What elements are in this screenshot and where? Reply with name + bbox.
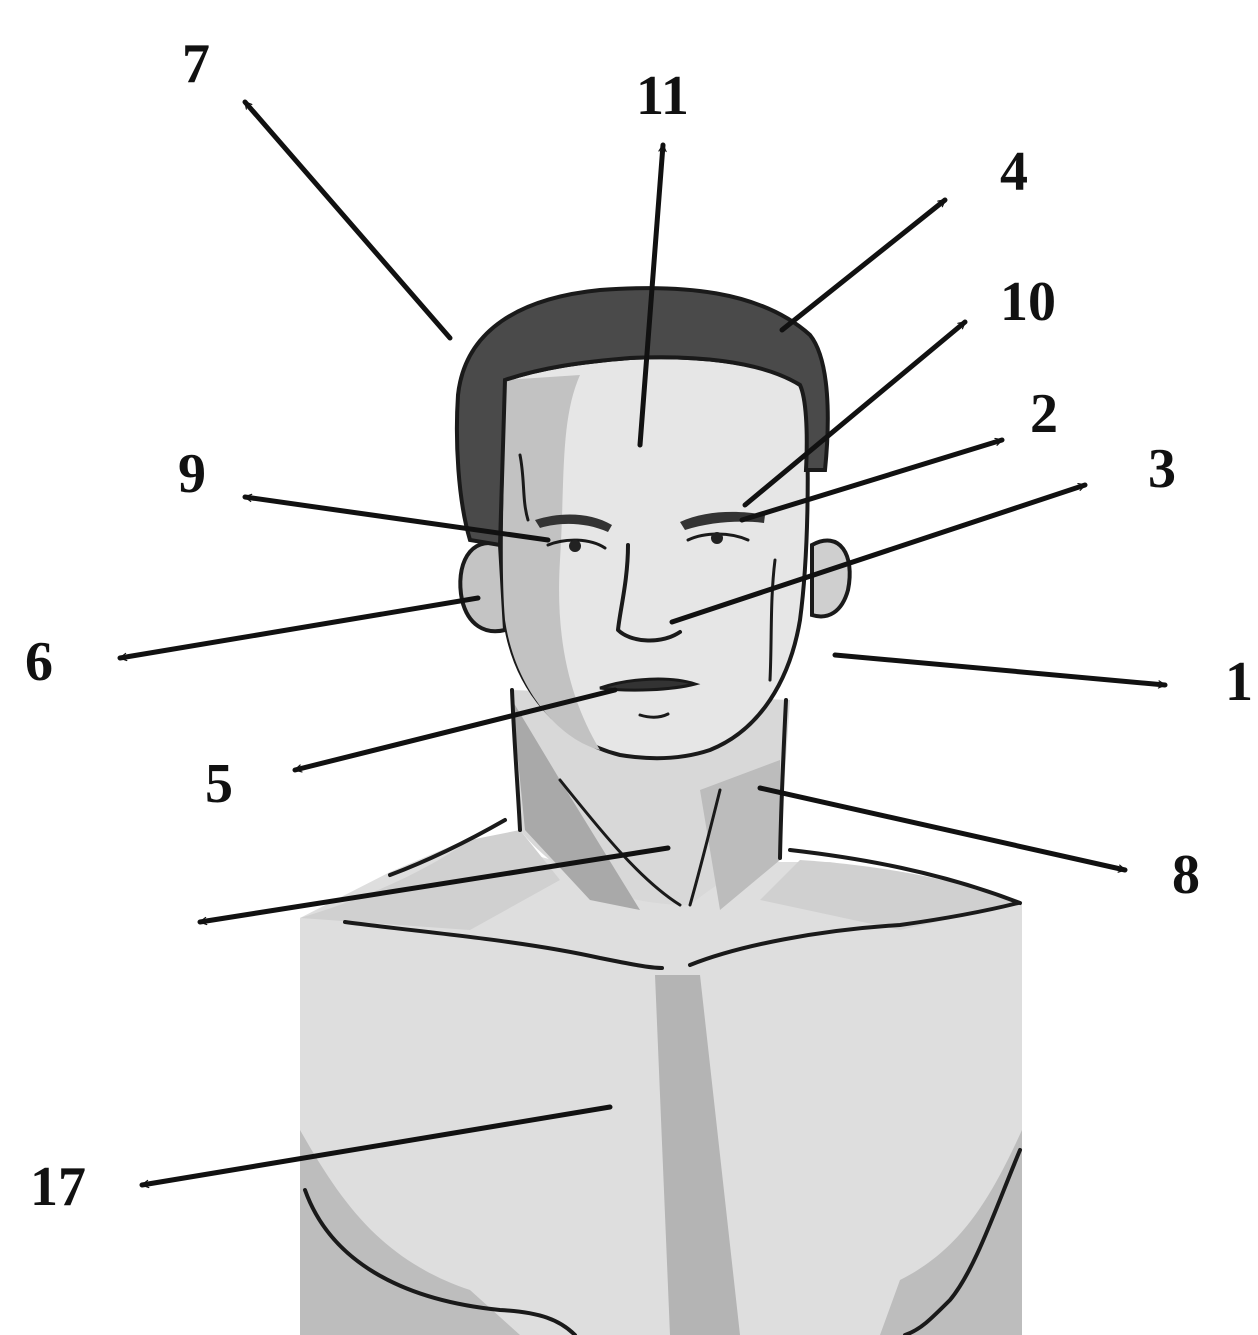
- left-ear: [460, 543, 505, 631]
- right-ear: [812, 541, 850, 617]
- label-8: 8: [1172, 844, 1200, 906]
- label-17: 17: [30, 1156, 86, 1218]
- label-9: 9: [178, 443, 206, 505]
- label-10: 10: [1000, 271, 1056, 333]
- label-11: 11: [636, 65, 689, 127]
- arrow-7: [245, 102, 450, 338]
- label-5: 5: [205, 753, 233, 815]
- head-figure: [457, 288, 850, 758]
- right-pupil: [711, 532, 723, 544]
- arrow-1: [835, 655, 1165, 685]
- label-2: 2: [1030, 383, 1058, 445]
- label-7: 7: [182, 33, 210, 95]
- arrow-6: [120, 598, 478, 658]
- arrow-4: [782, 200, 945, 330]
- label-3: 3: [1148, 438, 1176, 500]
- arrow-8: [760, 788, 1125, 870]
- label-4: 4: [1000, 141, 1028, 203]
- label-1: 1: [1225, 651, 1253, 713]
- label-6: 6: [25, 631, 53, 693]
- left-pupil: [569, 540, 581, 552]
